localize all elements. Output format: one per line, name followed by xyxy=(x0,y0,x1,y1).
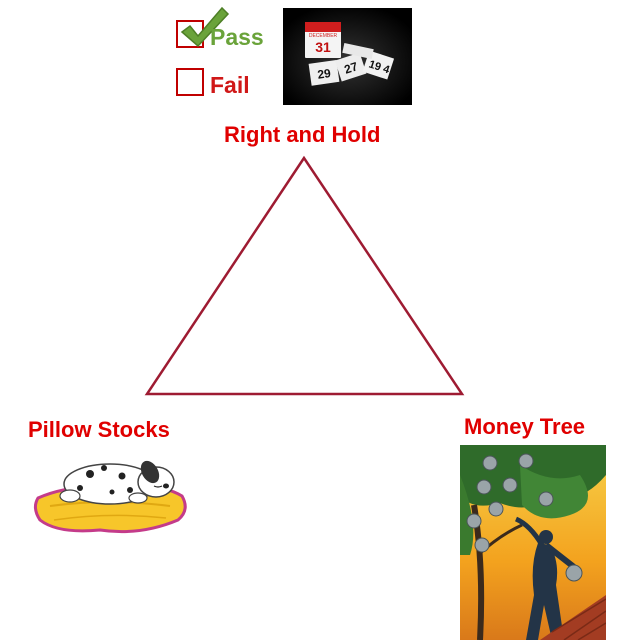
checkmark-icon xyxy=(180,6,230,48)
svg-text:4: 4 xyxy=(381,63,391,77)
node-label-right: Money Tree xyxy=(464,414,586,439)
svg-text:19: 19 xyxy=(367,58,382,73)
money-tree-image xyxy=(460,445,606,640)
fail-checkbox xyxy=(176,68,204,96)
node-label-top: Right and Hold xyxy=(224,122,381,147)
calendar-page-main: DECEMBER 31 xyxy=(305,22,341,58)
svg-text:31: 31 xyxy=(315,39,331,55)
calendar-image: DECEMBER 31 29 27 19 4 xyxy=(283,8,412,105)
svg-text:29: 29 xyxy=(317,66,332,82)
sleeping-puppy-image xyxy=(30,446,190,538)
svg-text:27: 27 xyxy=(342,59,359,77)
node-label-left: Pillow Stocks xyxy=(28,417,170,442)
triangle-outline xyxy=(144,155,465,396)
fail-label: Fail xyxy=(210,72,250,98)
pass-label: Pass xyxy=(210,24,264,50)
svg-text:DECEMBER: DECEMBER xyxy=(309,33,338,39)
